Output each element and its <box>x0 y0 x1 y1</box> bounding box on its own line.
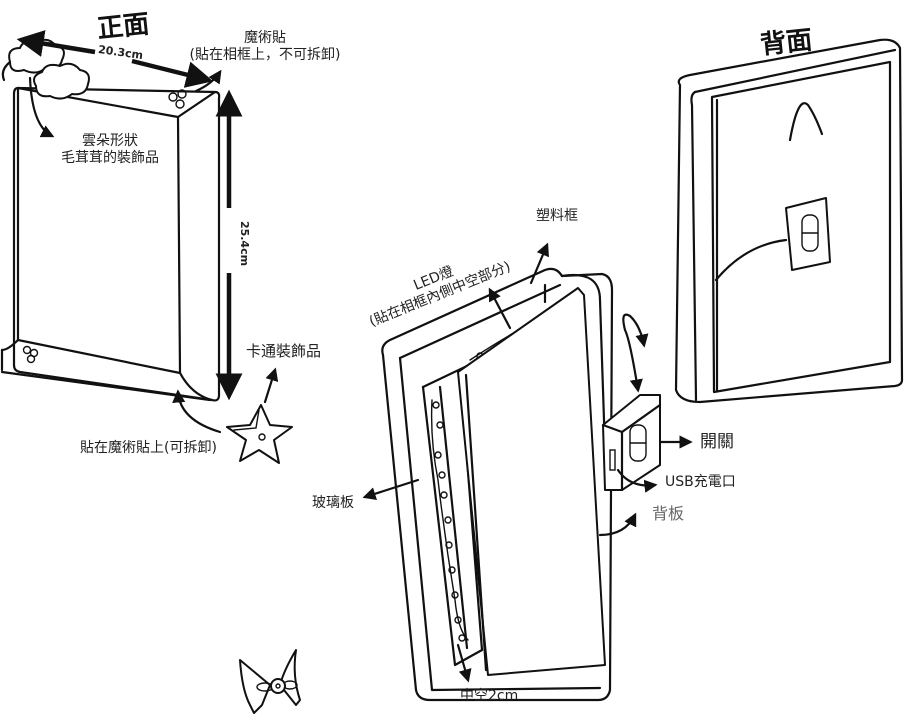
led-callout-arrow <box>488 287 512 330</box>
velcro-callout-arrow <box>194 69 222 93</box>
hollow-label: 中空2cm <box>460 688 519 704</box>
glass-callout-arrow <box>362 478 420 501</box>
back-board <box>457 287 606 676</box>
switch-label: 開關 <box>700 432 734 452</box>
plastic-frame-callout-arrow <box>529 242 549 285</box>
usb-callout-arrow <box>616 468 658 493</box>
velcro-dots-bottom <box>22 345 39 364</box>
rotate-arrow-icon <box>622 313 649 393</box>
cloud-callout-arrow <box>28 76 55 138</box>
plastic-frame-label: 塑料框 <box>536 208 578 224</box>
front-frame <box>0 86 221 402</box>
back-board-label: 背板 <box>652 504 685 523</box>
hanging-hook-icon <box>788 102 824 142</box>
height-label: 25.4cm <box>236 220 254 267</box>
back-cable <box>714 238 788 282</box>
plastic-frame <box>381 267 614 702</box>
velcro-label-line2: (貼在相框上，不可拆卸) <box>189 47 341 63</box>
back-switch-box <box>785 197 831 271</box>
attach-callout-arrow <box>172 389 222 434</box>
velcro-label: 魔術貼 (貼在相框上，不可拆卸) <box>180 30 350 64</box>
star-decoration-icon <box>226 404 293 464</box>
switch-box <box>601 394 662 492</box>
cartoon-label: 卡通裝飾品 <box>246 342 322 360</box>
attach-label: 貼在魔術貼上(可拆卸) <box>80 440 217 456</box>
width-dimension-arrow <box>16 30 214 88</box>
back-frame <box>674 38 904 404</box>
cloud-label-line1: 雲朵形狀 <box>82 133 138 149</box>
glass-label: 玻璃板 <box>312 495 354 511</box>
cloud-label: 雲朵形狀 毛茸茸的裝飾品 <box>40 133 180 167</box>
velcro-label-line1: 魔術貼 <box>244 30 286 46</box>
cloud-label-line2: 毛茸茸的裝飾品 <box>61 150 159 166</box>
cartoon-callout-arrow <box>263 367 279 404</box>
front-title: 正面 <box>95 9 151 45</box>
usb-label: USB充電口 <box>665 474 736 490</box>
bow-decoration-icon <box>239 649 301 714</box>
velcro-dots-top <box>168 89 187 109</box>
back-board-callout-arrow <box>598 512 637 537</box>
hollow-callout-arrow <box>456 643 472 683</box>
back-title: 背面 <box>758 25 814 61</box>
